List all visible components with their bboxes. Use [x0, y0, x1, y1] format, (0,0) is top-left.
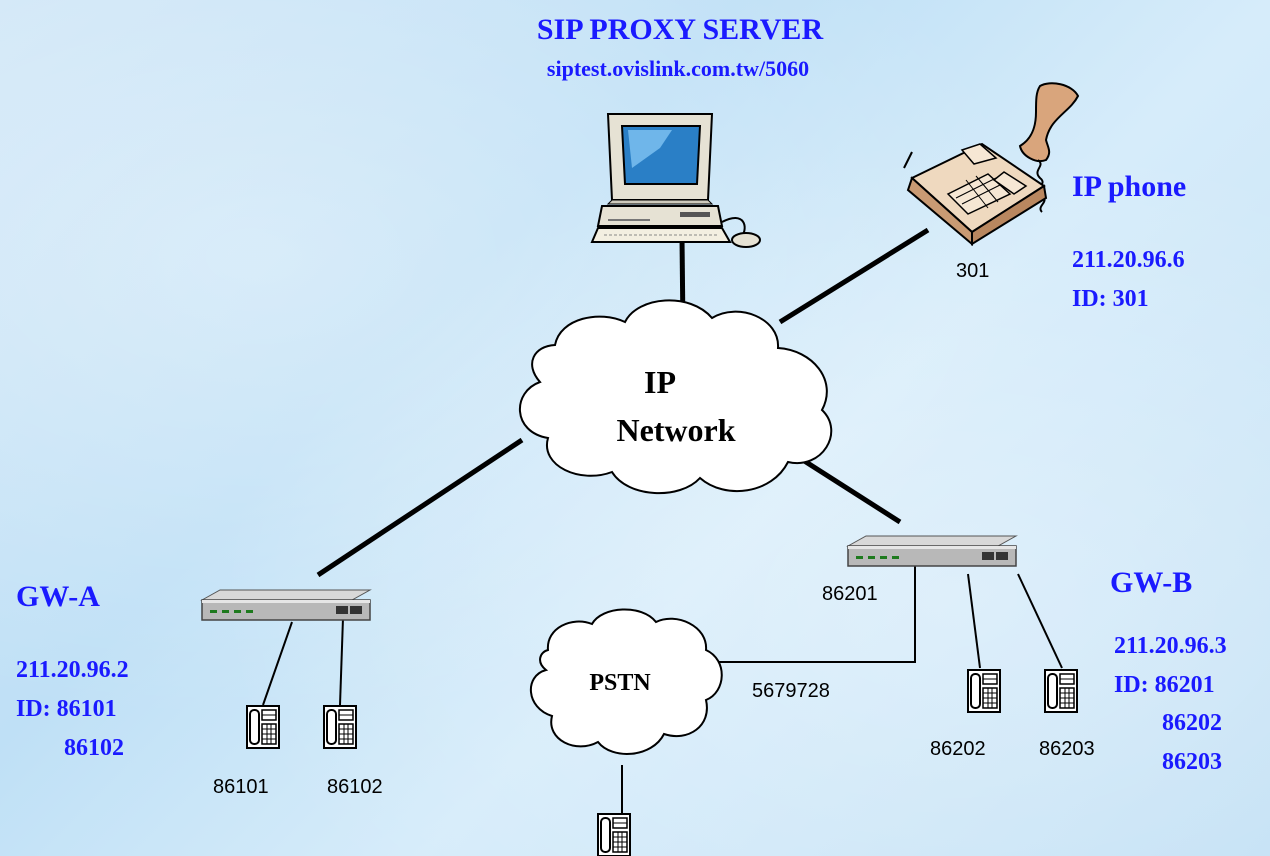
- pstn-number: 5679728: [752, 680, 830, 702]
- gw-a-id2: 86102: [64, 735, 124, 761]
- ip-network-line2: Network: [616, 412, 735, 448]
- gw-b-ext3: 86203: [1039, 738, 1095, 760]
- link-gwa-phone1: [262, 621, 293, 706]
- phone-pstn-icon: [597, 813, 631, 856]
- gw-a-device-icon: [201, 589, 371, 621]
- server-address: siptest.ovislink.com.tw/5060: [547, 56, 809, 81]
- gw-a-title: GW-A: [16, 580, 100, 613]
- phone-86102-icon: [323, 705, 357, 749]
- link-gwa-phone2: [339, 617, 344, 706]
- link-ipphone-network: [778, 227, 930, 325]
- link-gwb-phone2: [967, 573, 981, 669]
- pstn-label: PSTN: [589, 670, 651, 696]
- link-gwb-pstn: [714, 566, 916, 663]
- phone-86202-icon: [967, 669, 1001, 713]
- ip-phone-ip: 211.20.96.6: [1072, 247, 1185, 273]
- gw-b-title: GW-B: [1110, 566, 1192, 599]
- link-gwb-network: [793, 452, 902, 525]
- gw-b-id: ID: 86201: [1114, 672, 1215, 698]
- gw-b-port: 86201: [822, 583, 878, 605]
- phone-86203-icon: [1044, 669, 1078, 713]
- gw-b-ext2: 86202: [930, 738, 986, 760]
- ip-phone-icon: [903, 82, 1080, 247]
- gw-a-ip: 211.20.96.2: [16, 657, 129, 683]
- gw-b-device-icon: [847, 535, 1017, 567]
- ip-phone-title: IP phone: [1072, 170, 1186, 203]
- gw-b-id3: 86203: [1162, 749, 1222, 775]
- ip-phone-ext: 301: [956, 260, 989, 282]
- gw-b-ip: 211.20.96.3: [1114, 633, 1227, 659]
- phone-86101-icon: [246, 705, 280, 749]
- link-gwa-network: [316, 437, 524, 578]
- gw-b-id2: 86202: [1162, 710, 1222, 736]
- server-title: SIP PROXY SERVER: [537, 13, 824, 46]
- connection-lines: [262, 227, 1063, 815]
- link-gwb-phone3: [1017, 573, 1063, 669]
- gw-a-ext1: 86101: [213, 776, 269, 798]
- ip-phone-id: ID: 301: [1072, 286, 1149, 312]
- pstn-cloud: PSTN: [530, 608, 723, 755]
- ip-network-cloud: IP Network: [518, 299, 833, 495]
- ip-network-line1: IP: [644, 364, 676, 400]
- gw-a-id: ID: 86101: [16, 696, 117, 722]
- gw-a-ext2: 86102: [327, 776, 383, 798]
- server-computer-icon: [590, 113, 761, 248]
